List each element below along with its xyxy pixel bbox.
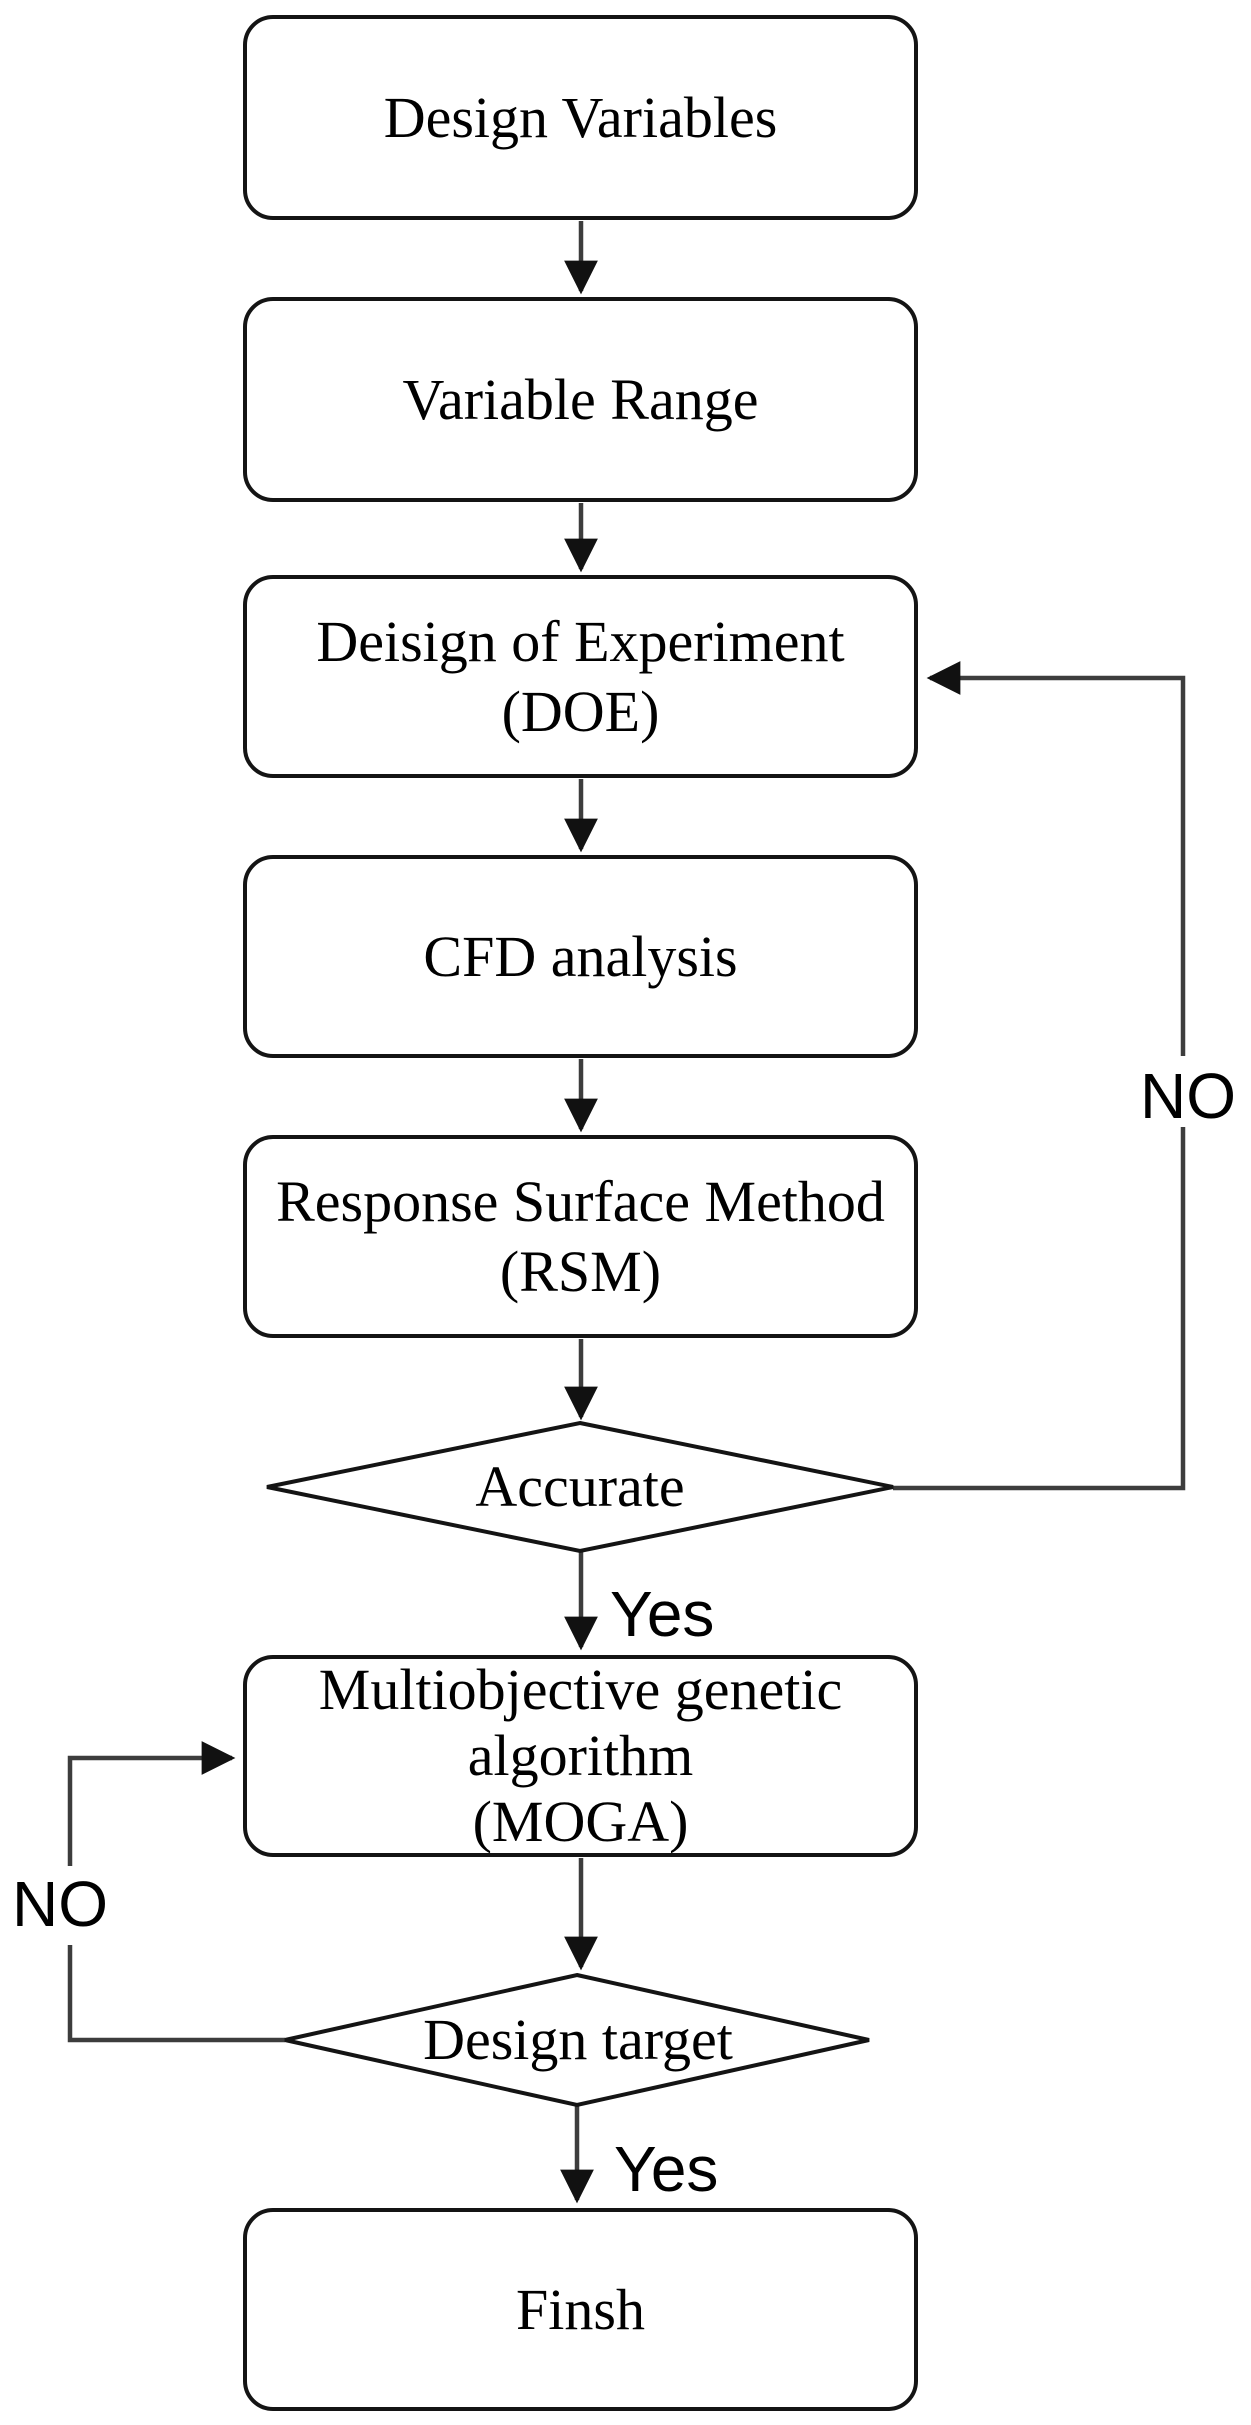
edge-label-accurate-yes: Yes [610, 1578, 715, 1650]
edge-target-no-segment-upper [67, 1741, 236, 1866]
node-variable-range-label: Variable Range [402, 366, 759, 432]
node-response-surface-method: Response Surface Method (RSM) [243, 1135, 918, 1338]
edge-accurate-no-segment-lower [893, 1127, 1186, 1491]
node-design-variables: Design Variables [243, 15, 918, 220]
node-cfd-analysis-label: CFD analysis [423, 923, 738, 989]
node-variable-range: Variable Range [243, 297, 918, 502]
node-moga-label-line2: algorithm [467, 1723, 694, 1788]
node-design-of-experiment: Deisign of Experiment (DOE) [243, 575, 918, 778]
node-finish-label: Finsh [516, 2276, 645, 2342]
edge-label-target-yes: Yes [614, 2133, 719, 2205]
node-cfd-analysis: CFD analysis [243, 855, 918, 1058]
node-finish: Finsh [243, 2208, 918, 2411]
node-moga-label-line3: (MOGA) [472, 1789, 689, 1854]
node-moga-label-line1: Multiobjective genetic [318, 1657, 843, 1722]
node-moga: Multiobjective genetic algorithm (MOGA) [243, 1655, 918, 1857]
node-rsm-label-line2: (RSM) [499, 1238, 662, 1304]
edge-label-target-no: NO [12, 1868, 108, 1940]
node-rsm-label-line1: Response Surface Method [276, 1168, 885, 1234]
accurate-decision-label: Accurate [475, 1454, 685, 1519]
design-target-decision-diamond [284, 1972, 870, 2108]
accurate-decision-diamond [266, 1420, 894, 1554]
edge-label-accurate-no: NO [1140, 1060, 1236, 1132]
node-doe-label-line1: Deisign of Experiment [316, 608, 845, 674]
node-doe-label-line2: (DOE) [501, 678, 660, 744]
node-design-variables-label: Design Variables [383, 84, 778, 150]
design-target-decision-label: Design target [423, 2007, 733, 2072]
edge-accurate-no-segment-upper [926, 661, 1186, 1056]
edge-target-no-segment-lower [67, 1945, 285, 2043]
